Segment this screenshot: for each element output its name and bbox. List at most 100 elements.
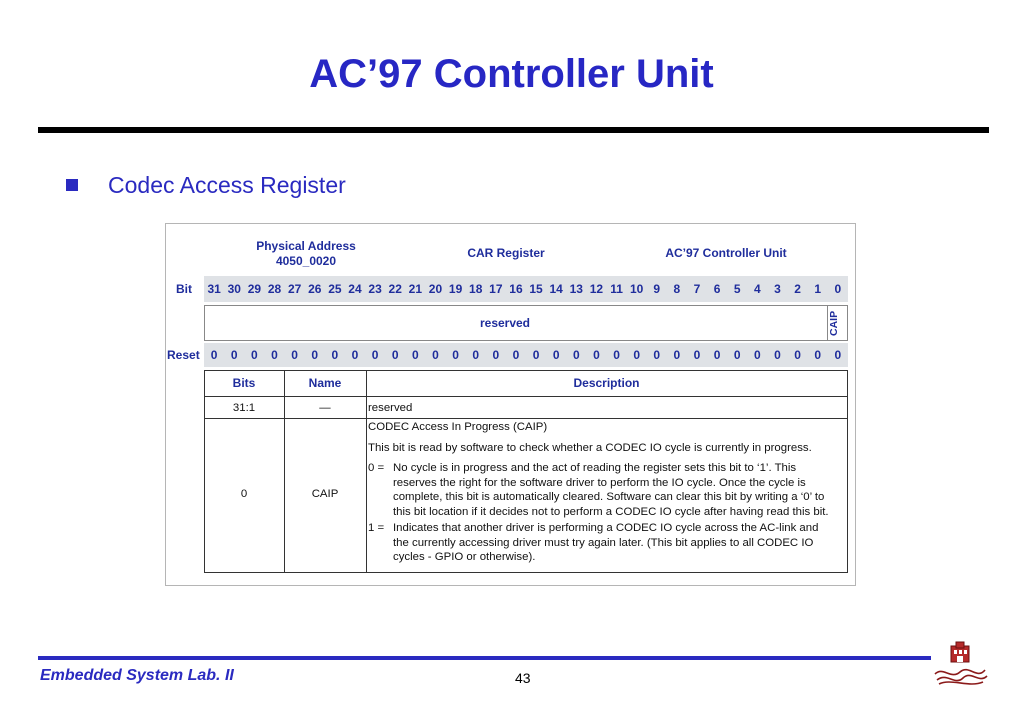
- bit-number: 25: [328, 282, 342, 296]
- row2-desc-intro: This bit is read by software to check wh…: [368, 442, 812, 454]
- bit-number: 21: [408, 282, 423, 296]
- row2-desc-title: CODEC Access In Progress (CAIP): [368, 421, 548, 433]
- row1-bits: 31:1: [232, 402, 256, 414]
- register-field-row: reserved CAIP: [204, 305, 848, 341]
- bit-number: 9: [653, 282, 661, 296]
- register-name: CAR Register: [467, 246, 545, 260]
- bit-number: 6: [713, 282, 721, 296]
- reset-value: 0: [271, 348, 278, 362]
- bit-number: 7: [693, 282, 701, 296]
- reset-value: 0: [713, 348, 721, 362]
- reset-value: 0: [754, 348, 761, 362]
- row2-name: CAIP: [311, 488, 339, 500]
- reset-value: 0: [432, 348, 439, 362]
- reset-label: Reset: [167, 348, 200, 362]
- bit-number: 24: [348, 282, 362, 296]
- physical-address-value: 4050_0020: [275, 254, 337, 268]
- reset-value: 0: [371, 348, 379, 362]
- reset-value: 0: [452, 348, 459, 362]
- bit-number: 23: [368, 282, 382, 296]
- reset-value: 0: [210, 348, 218, 362]
- reset-value: 0: [774, 348, 781, 362]
- reset-value: 0: [693, 348, 701, 362]
- row2-desc-0-line2: reserves the right for the software driv…: [393, 476, 806, 489]
- unit-name: AC’97 Controller Unit: [665, 246, 787, 260]
- bit-number: 12: [589, 282, 604, 296]
- title-divider: [38, 127, 989, 133]
- bit-number: 3: [774, 282, 781, 296]
- reset-value: 0: [552, 348, 560, 362]
- reset-value: 0: [593, 348, 600, 362]
- row1-name: —: [319, 402, 331, 414]
- bit-number: 16: [509, 282, 523, 296]
- bit-number: 10: [629, 282, 644, 296]
- bit-number: 14: [549, 282, 563, 296]
- bit-number: 4: [754, 282, 761, 296]
- bit-number: 28: [267, 282, 282, 296]
- row2-desc-1-line1: Indicates that another driver is perform…: [393, 522, 819, 534]
- reset-value: 0: [633, 348, 640, 362]
- reset-value: 0: [351, 348, 359, 362]
- reset-value: 0: [512, 348, 520, 362]
- row2-desc-0-line3: complete, this bit is automatically clea…: [393, 491, 825, 503]
- square-bullet-icon: [66, 179, 78, 191]
- reset-value: 0: [411, 348, 419, 362]
- footer-divider: [38, 656, 931, 660]
- reset-value: 0: [794, 348, 801, 362]
- footer-lab-name: Embedded System Lab. II: [40, 667, 234, 684]
- reset-value: 0: [572, 348, 580, 362]
- bit-label: Bit: [176, 282, 192, 296]
- university-emblem-icon: [934, 641, 988, 685]
- reset-value: 0: [331, 348, 339, 362]
- reset-value: 0: [834, 348, 842, 362]
- bit-number: 2: [794, 282, 801, 296]
- bit-number: 29: [247, 282, 262, 296]
- reset-value: 0: [492, 348, 500, 362]
- row2-desc-0-line4: this bit location if it decides not to p…: [393, 505, 829, 518]
- reset-value: 0: [251, 348, 258, 362]
- bit-number: 0: [834, 282, 842, 296]
- reset-value: 0: [673, 348, 681, 362]
- physical-address-label: Physical Address: [256, 239, 356, 253]
- reserved-field: reserved: [479, 316, 531, 330]
- bit-number: 30: [227, 282, 241, 296]
- reset-value: 0: [733, 348, 741, 362]
- bit-number: 5: [733, 282, 741, 296]
- bit-number: 18: [469, 282, 483, 296]
- bit-number: 22: [388, 282, 402, 296]
- page-number: 43: [515, 670, 531, 686]
- row2-desc-1-line3: cycles - GPIO or otherwise).: [393, 551, 536, 563]
- row2-desc-0-line1: No cycle is in progress and the act of r…: [393, 462, 797, 474]
- bit-number: 20: [428, 282, 443, 296]
- reset-value: 0: [311, 348, 319, 362]
- reset-value: 0: [391, 348, 399, 362]
- reset-value: 0: [814, 348, 822, 362]
- bit-number: 15: [529, 282, 543, 296]
- bit-number: 31: [207, 282, 221, 296]
- register-figure: Physical Address 4050_0020 CAR Register …: [165, 223, 856, 586]
- bit-number: 19: [448, 282, 463, 296]
- caip-field: CAIP: [828, 310, 840, 336]
- bit-number: 17: [489, 282, 503, 296]
- row2-desc-1-line2: the currently accessing driver must try …: [393, 536, 814, 549]
- reset-value: 0: [613, 348, 620, 362]
- slide-title: AC’97 Controller Unit: [309, 52, 714, 96]
- bit-number: 13: [569, 282, 583, 296]
- bullet-text: Codec Access Register: [108, 172, 346, 198]
- reset-value: 0: [230, 348, 238, 362]
- bit-number: 26: [308, 282, 322, 296]
- bit-number: 8: [673, 282, 681, 296]
- row1-description: reserved: [368, 402, 413, 414]
- bit-number: 27: [287, 282, 302, 296]
- reset-value: 0: [472, 348, 480, 362]
- reset-value: 0: [653, 348, 661, 362]
- column-header-description: Description: [573, 376, 640, 390]
- reset-value: 0: [532, 348, 540, 362]
- column-header-bits: Bits: [232, 376, 256, 390]
- column-header-name: Name: [308, 376, 342, 390]
- bit-number: 1: [814, 282, 822, 296]
- row2-bits: 0: [240, 488, 248, 500]
- bit-number: 11: [610, 282, 623, 296]
